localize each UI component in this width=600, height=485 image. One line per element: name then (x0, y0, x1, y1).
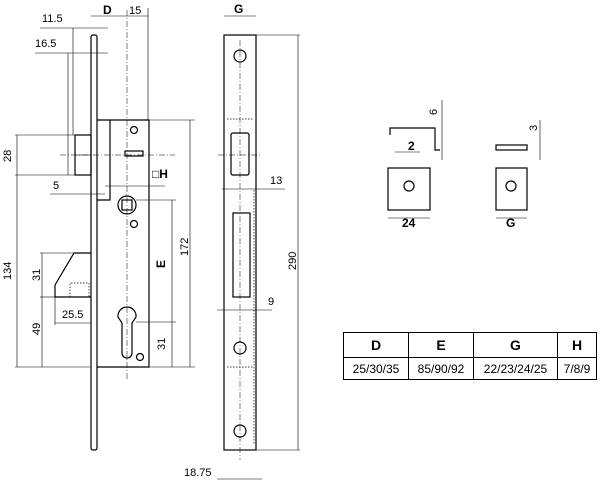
deadbolt (54, 252, 91, 298)
dim-G: G (234, 2, 243, 16)
dim-290: 290 (287, 252, 299, 270)
dim-16-5: 16.5 (35, 38, 56, 50)
follower-slot (124, 150, 144, 157)
header-H: H (557, 332, 597, 358)
dim-28: 28 (2, 150, 14, 162)
value-G: 22/23/24/25 (473, 357, 558, 380)
faceplate (90, 34, 98, 451)
screw-icon (135, 352, 145, 362)
dim-134: 134 (2, 262, 14, 280)
screw-icon (505, 180, 517, 192)
dim-H: □H (152, 167, 168, 181)
dim-9: 9 (268, 296, 274, 308)
value-H: 7/8/9 (557, 357, 597, 380)
dim-31a: 31 (31, 269, 43, 281)
dim-2: 2 (408, 139, 415, 153)
screw-icon (403, 180, 415, 192)
dimension-lines (15, 8, 195, 368)
value-E: 85/90/92 (408, 357, 474, 380)
table-header-row: D E G H (343, 332, 597, 358)
dim-49: 49 (31, 323, 43, 335)
dim-172: 172 (179, 238, 191, 256)
dim-3: 3 (528, 125, 540, 131)
dimension-labels: D 15 11.5 16.5 28 5 □H 172 E 134 31 25.5… (2, 2, 540, 479)
dim-E: E (154, 260, 168, 268)
dimension-table: D E G H 25/30/35 85/90/92 22/23/24/25 7/… (343, 332, 597, 380)
screw-icon (129, 125, 139, 135)
header-D: D (343, 332, 409, 358)
dim-13: 13 (270, 175, 282, 187)
dim-G-small: G (506, 216, 515, 230)
strike-plate (217, 15, 300, 480)
dim-5: 5 (53, 180, 59, 192)
value-D: 25/30/35 (343, 357, 409, 380)
plate-24 (387, 167, 431, 211)
table-row: 25/30/35 85/90/92 22/23/24/25 7/8/9 (343, 357, 597, 380)
detail-parts (387, 100, 541, 219)
dim-31b: 31 (156, 338, 168, 350)
bracket-profile (389, 127, 440, 151)
lock-body (54, 10, 175, 451)
strike-slot (232, 212, 251, 298)
flat-profile (495, 144, 528, 151)
dim-15: 15 (129, 5, 141, 17)
plate-g (495, 167, 528, 211)
dim-6: 6 (428, 109, 440, 115)
header-E: E (408, 332, 474, 358)
screw-icon (129, 219, 139, 229)
header-G: G (473, 332, 558, 358)
dim-D: D (103, 3, 112, 17)
cylinder-hole (117, 306, 137, 359)
dim-24: 24 (402, 216, 416, 230)
lock-case (97, 119, 150, 368)
dim-11-5: 11.5 (42, 13, 63, 25)
dim-18-75: 18.75 (184, 467, 212, 479)
dim-25-5: 25.5 (62, 309, 83, 321)
